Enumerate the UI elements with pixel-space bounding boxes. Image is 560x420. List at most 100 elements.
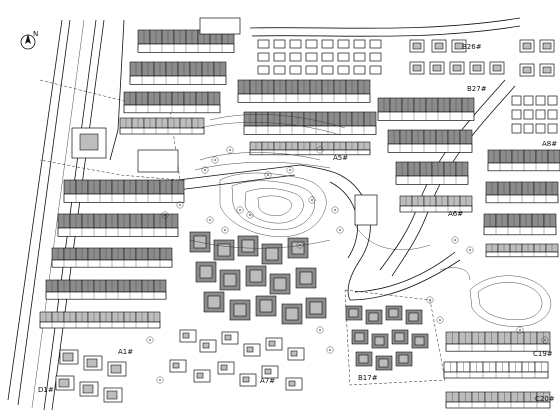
- small-house: [305, 52, 318, 62]
- small-house-roof: [58, 378, 70, 388]
- row-house-nw: [119, 117, 205, 135]
- row-house-a6: [387, 129, 473, 153]
- small-house-roof: [220, 364, 228, 371]
- villa-roof: [432, 64, 442, 72]
- row-house-a8: [487, 149, 560, 172]
- small-house-roof: [82, 384, 94, 394]
- label-a8: A8#: [542, 140, 557, 148]
- small-house: [369, 39, 382, 49]
- tree-trunk: [329, 349, 331, 351]
- block-west: [39, 127, 185, 329]
- tree-trunk: [311, 199, 313, 201]
- small-house: [353, 52, 366, 62]
- pond: [439, 267, 551, 327]
- north-east-road: [249, 17, 521, 277]
- tree-trunk: [319, 149, 321, 151]
- row-house-a8: [485, 181, 559, 204]
- row-house-a5: [249, 141, 371, 156]
- villa-roof: [217, 243, 231, 257]
- small-house: [257, 52, 270, 62]
- block-east: [354, 95, 560, 258]
- small-house: [523, 123, 534, 134]
- villa-roof: [408, 312, 419, 322]
- small-house-roof: [182, 332, 190, 339]
- row-house-a1: [45, 279, 167, 300]
- small-house-roof: [172, 362, 180, 369]
- yard-strip: [243, 125, 377, 135]
- kiosk: [199, 17, 241, 35]
- villa-roof: [249, 269, 263, 283]
- tree-icon: [451, 236, 459, 244]
- villa-roof: [199, 265, 213, 279]
- villa-roof: [398, 354, 409, 364]
- tree-trunk: [149, 339, 151, 341]
- villa-roof: [223, 273, 237, 287]
- villa-roof: [412, 42, 422, 50]
- small-house: [369, 65, 382, 75]
- tree-icon: [226, 146, 234, 154]
- site-boundary: [39, 79, 446, 386]
- block-southwest: [55, 349, 127, 403]
- small-house: [511, 123, 522, 134]
- tree-icon: [201, 166, 209, 174]
- tree-trunk: [224, 229, 226, 231]
- block-northwest: [119, 17, 241, 135]
- villa-roof: [522, 42, 532, 50]
- tree-trunk: [239, 209, 241, 211]
- row-house-a8: [485, 243, 559, 258]
- label-c19: C19#: [533, 350, 553, 358]
- label-a7: A7#: [260, 377, 275, 385]
- north-arrow-icon: N: [20, 30, 38, 50]
- villa-roof: [259, 299, 273, 313]
- small-house: [273, 52, 286, 62]
- small-house: [547, 123, 558, 134]
- tree-trunk: [339, 229, 341, 231]
- villa-roof: [291, 241, 305, 255]
- small-house: [511, 95, 522, 106]
- tree-icon: [246, 211, 254, 219]
- villa-roof: [233, 303, 247, 317]
- yard-strip: [387, 143, 473, 153]
- small-house-roof: [268, 340, 276, 347]
- row-house-nw: [137, 29, 235, 53]
- villa-roof: [348, 308, 359, 318]
- clubhouse: [354, 194, 378, 226]
- tree-icon: [286, 166, 294, 174]
- row-house-c19: [445, 331, 551, 352]
- park-contours: [189, 114, 346, 249]
- small-house-roof: [288, 380, 296, 387]
- villa-roof: [374, 336, 385, 346]
- small-house: [535, 123, 546, 134]
- small-house: [305, 65, 318, 75]
- villa-roof: [522, 66, 532, 74]
- villa-roof: [354, 332, 365, 342]
- tree-trunk: [267, 174, 269, 176]
- villa-roof: [472, 64, 482, 72]
- row-house-a1: [39, 311, 161, 329]
- villa-roof: [378, 358, 389, 368]
- villa-roof: [492, 64, 502, 72]
- small-house: [289, 65, 302, 75]
- block-south-central: [169, 231, 327, 391]
- small-house-roof: [290, 350, 298, 357]
- label-b26: B26#: [462, 43, 482, 51]
- tree-icon: [156, 376, 164, 384]
- small-house: [547, 95, 558, 106]
- tree-icon: [426, 296, 434, 304]
- villa-roof: [285, 307, 299, 321]
- small-house: [523, 95, 534, 106]
- villas-northeast: [409, 39, 555, 77]
- row-house-a5: [237, 79, 371, 103]
- tree-trunk: [429, 299, 431, 301]
- row-house-a5: [243, 111, 377, 135]
- small-house: [273, 65, 286, 75]
- small-house-roof: [224, 334, 232, 341]
- small-house-roof: [242, 376, 250, 383]
- villa-roof: [414, 336, 425, 346]
- small-house-roof: [246, 346, 254, 353]
- tree-trunk: [214, 159, 216, 161]
- villa-roof: [434, 42, 444, 50]
- tree-trunk: [519, 329, 521, 331]
- tree-trunk: [319, 329, 321, 331]
- row-house-c19: [443, 361, 549, 379]
